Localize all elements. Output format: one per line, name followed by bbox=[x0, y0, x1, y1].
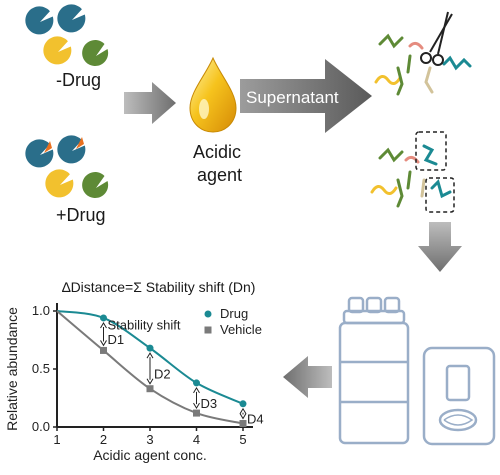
mass-spectrometer-icon bbox=[338, 296, 496, 446]
peptide-fragment-icon bbox=[442, 55, 472, 71]
data-point-drug bbox=[239, 400, 247, 408]
data-point-vehicle bbox=[146, 385, 154, 393]
x-tick-label: 5 bbox=[239, 432, 246, 447]
acidic-label-line2: agent bbox=[197, 165, 242, 185]
y-axis-label: Relative abundance bbox=[4, 307, 20, 431]
plus-drug-label: +Drug bbox=[56, 205, 106, 225]
peptide-fragment-icon bbox=[424, 66, 434, 94]
pie-protein-icon bbox=[25, 6, 54, 35]
x-tick-label: 3 bbox=[146, 432, 153, 447]
y-tick-label: 1.0 bbox=[32, 303, 50, 318]
y-tick-label: 0.5 bbox=[32, 361, 50, 376]
drug-bound-protein-icon bbox=[57, 135, 86, 164]
peptide-fragment-icon bbox=[420, 178, 426, 198]
shift-arrow-head bbox=[100, 340, 107, 347]
peptide-fragment-icon bbox=[378, 147, 404, 163]
peptide-fragment-icon bbox=[378, 33, 404, 49]
highlight-box bbox=[425, 177, 455, 213]
pie-protein-icon bbox=[45, 169, 74, 198]
data-point-vehicle bbox=[239, 420, 247, 428]
process-arrow bbox=[124, 82, 176, 124]
peptide-fragment-icon bbox=[370, 185, 398, 195]
shift-label: D4 bbox=[247, 412, 264, 427]
data-point-vehicle bbox=[100, 346, 107, 354]
pie-protein-icon bbox=[82, 40, 109, 67]
shift-arrow-head bbox=[239, 407, 247, 415]
peptide-fragment-icon bbox=[408, 41, 424, 50]
pie-protein-icon bbox=[43, 36, 72, 65]
legend-marker bbox=[204, 326, 212, 334]
peptide-fragments-bottom bbox=[370, 144, 452, 208]
x-tick-label: 4 bbox=[193, 432, 200, 447]
shift-arrow-head bbox=[239, 413, 247, 420]
peptide-fragment-icon bbox=[430, 179, 452, 199]
supernatant-arrow bbox=[240, 59, 372, 133]
acidic-label-line1: Acidic bbox=[193, 142, 241, 162]
peptide-fragment-icon bbox=[396, 178, 404, 208]
minus-drug-label: -Drug bbox=[56, 70, 101, 90]
peptide-fragment-icon bbox=[406, 54, 412, 74]
x-axis-label: Acidic agent conc. bbox=[93, 447, 207, 463]
process-arrow-left bbox=[283, 356, 332, 398]
data-point-drug bbox=[100, 314, 107, 322]
legend-marker bbox=[204, 310, 212, 318]
x-tick-label: 2 bbox=[100, 432, 107, 447]
peptide-fragment-icon bbox=[374, 75, 402, 85]
minus-drug-proteins bbox=[25, 4, 109, 67]
oil-drop-icon bbox=[189, 56, 237, 133]
stability-shift-label: Stability shift bbox=[108, 318, 181, 333]
peptide-fragment-icon bbox=[406, 170, 412, 190]
pie-protein-icon bbox=[82, 172, 109, 199]
drug-icon bbox=[76, 137, 84, 149]
peptide-fragments-top bbox=[374, 33, 472, 96]
supernatant-label: Supernatant bbox=[246, 88, 339, 107]
scissors-icon bbox=[420, 11, 453, 66]
drug-icon bbox=[44, 141, 52, 153]
legend-label: Drug bbox=[220, 306, 248, 321]
drug-bound-protein-icon bbox=[25, 139, 54, 168]
data-point-drug bbox=[146, 344, 154, 352]
peptide-fragment-icon bbox=[422, 144, 438, 166]
y-tick-label: 0.0 bbox=[32, 419, 50, 434]
data-point-vehicle bbox=[193, 409, 200, 417]
shift-arrow-head bbox=[100, 321, 107, 329]
shift-label: D2 bbox=[154, 366, 171, 381]
chart-formula: ∆Distance=Σ Stability shift (Dn) bbox=[62, 279, 255, 295]
shift-arrow-head bbox=[146, 378, 154, 385]
shift-label: D1 bbox=[108, 332, 125, 347]
shift-arrow-head bbox=[193, 402, 200, 410]
data-point-drug bbox=[193, 379, 200, 387]
shift-label: D3 bbox=[201, 396, 218, 411]
shift-arrow-head bbox=[193, 386, 200, 394]
pie-protein-icon bbox=[57, 4, 86, 33]
shift-arrow-head bbox=[146, 352, 154, 359]
x-tick-label: 1 bbox=[53, 432, 60, 447]
legend-label: Vehicle bbox=[220, 322, 262, 337]
plus-drug-proteins bbox=[25, 135, 109, 199]
peptide-fragment-icon bbox=[396, 66, 404, 96]
peptide-fragment-icon bbox=[404, 155, 420, 164]
highlight-box bbox=[415, 131, 447, 171]
process-arrow-down bbox=[418, 222, 462, 272]
